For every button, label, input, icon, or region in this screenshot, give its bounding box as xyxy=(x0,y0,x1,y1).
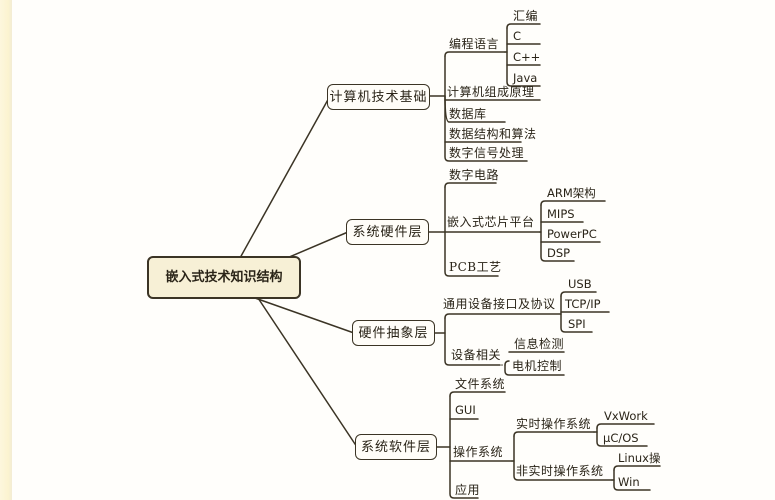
node-label: 计算机技术基础 xyxy=(329,89,428,105)
leaf-assembly[interactable]: 汇编 xyxy=(513,9,539,23)
root-node[interactable]: 嵌入式技术知识结构 xyxy=(147,256,301,299)
leaf-usb[interactable]: USB xyxy=(568,277,592,291)
node-computer-fundamentals[interactable]: 计算机技术基础 xyxy=(327,84,430,110)
leaf-mips[interactable]: MIPS xyxy=(547,207,575,221)
leaf-motor-control[interactable]: 电机控制 xyxy=(512,359,563,373)
leaf-database[interactable]: 数据库 xyxy=(449,107,487,121)
leaf-embedded-chip-platform[interactable]: 嵌入式芯片平台 xyxy=(447,215,535,229)
leaf-applications[interactable]: 应用 xyxy=(455,483,481,497)
leaf-file-system[interactable]: 文件系统 xyxy=(455,377,506,391)
leaf-pcb[interactable]: PCB工艺 xyxy=(449,260,502,274)
leaf-data-structures[interactable]: 数据结构和算法 xyxy=(449,127,537,141)
leaf-programming-languages[interactable]: 编程语言 xyxy=(449,37,500,51)
leaf-dsp-processing[interactable]: 数字信号处理 xyxy=(449,146,525,160)
leaf-rtos[interactable]: 实时操作系统 xyxy=(516,417,592,431)
leaf-powerpc[interactable]: PowerPC xyxy=(547,227,597,241)
leaf-gui[interactable]: GUI xyxy=(455,403,476,417)
leaf-spi[interactable]: SPI xyxy=(568,317,586,331)
page-edge-strip xyxy=(0,0,12,500)
leaf-operating-system[interactable]: 操作系统 xyxy=(453,445,504,459)
leaf-windows[interactable]: Win xyxy=(618,475,640,489)
leaf-general-interfaces[interactable]: 通用设备接口及协议 xyxy=(443,297,556,311)
node-hardware-abstraction[interactable]: 硬件抽象层 xyxy=(352,320,435,346)
node-system-hardware[interactable]: 系统硬件层 xyxy=(346,219,429,245)
leaf-vxwork[interactable]: VxWork xyxy=(604,409,648,423)
node-system-software[interactable]: 系统软件层 xyxy=(355,434,437,460)
leaf-device-specific[interactable]: 设备相关 xyxy=(451,348,502,362)
leaf-tcpip[interactable]: TCP/IP xyxy=(565,297,601,311)
leaf-ucos[interactable]: μC/OS xyxy=(603,431,639,445)
leaf-digital-circuits[interactable]: 数字电路 xyxy=(449,168,500,182)
leaf-cpp[interactable]: C++ xyxy=(513,50,541,64)
leaf-arm[interactable]: ARM架构 xyxy=(547,186,596,200)
leaf-c[interactable]: C xyxy=(513,29,522,43)
leaf-java[interactable]: Java xyxy=(513,71,538,85)
leaf-computer-organization[interactable]: 计算机组成原理 xyxy=(447,85,535,99)
leaf-linux[interactable]: Linux操 xyxy=(618,451,661,465)
node-label: 系统硬件层 xyxy=(352,224,423,240)
node-label: 系统软件层 xyxy=(360,439,431,455)
node-label: 硬件抽象层 xyxy=(358,325,429,341)
leaf-non-rtos[interactable]: 非实时操作系统 xyxy=(516,464,604,478)
root-label: 嵌入式技术知识结构 xyxy=(165,270,283,285)
leaf-info-detection[interactable]: 信息检测 xyxy=(514,337,565,351)
leaf-dsp[interactable]: DSP xyxy=(547,246,571,260)
